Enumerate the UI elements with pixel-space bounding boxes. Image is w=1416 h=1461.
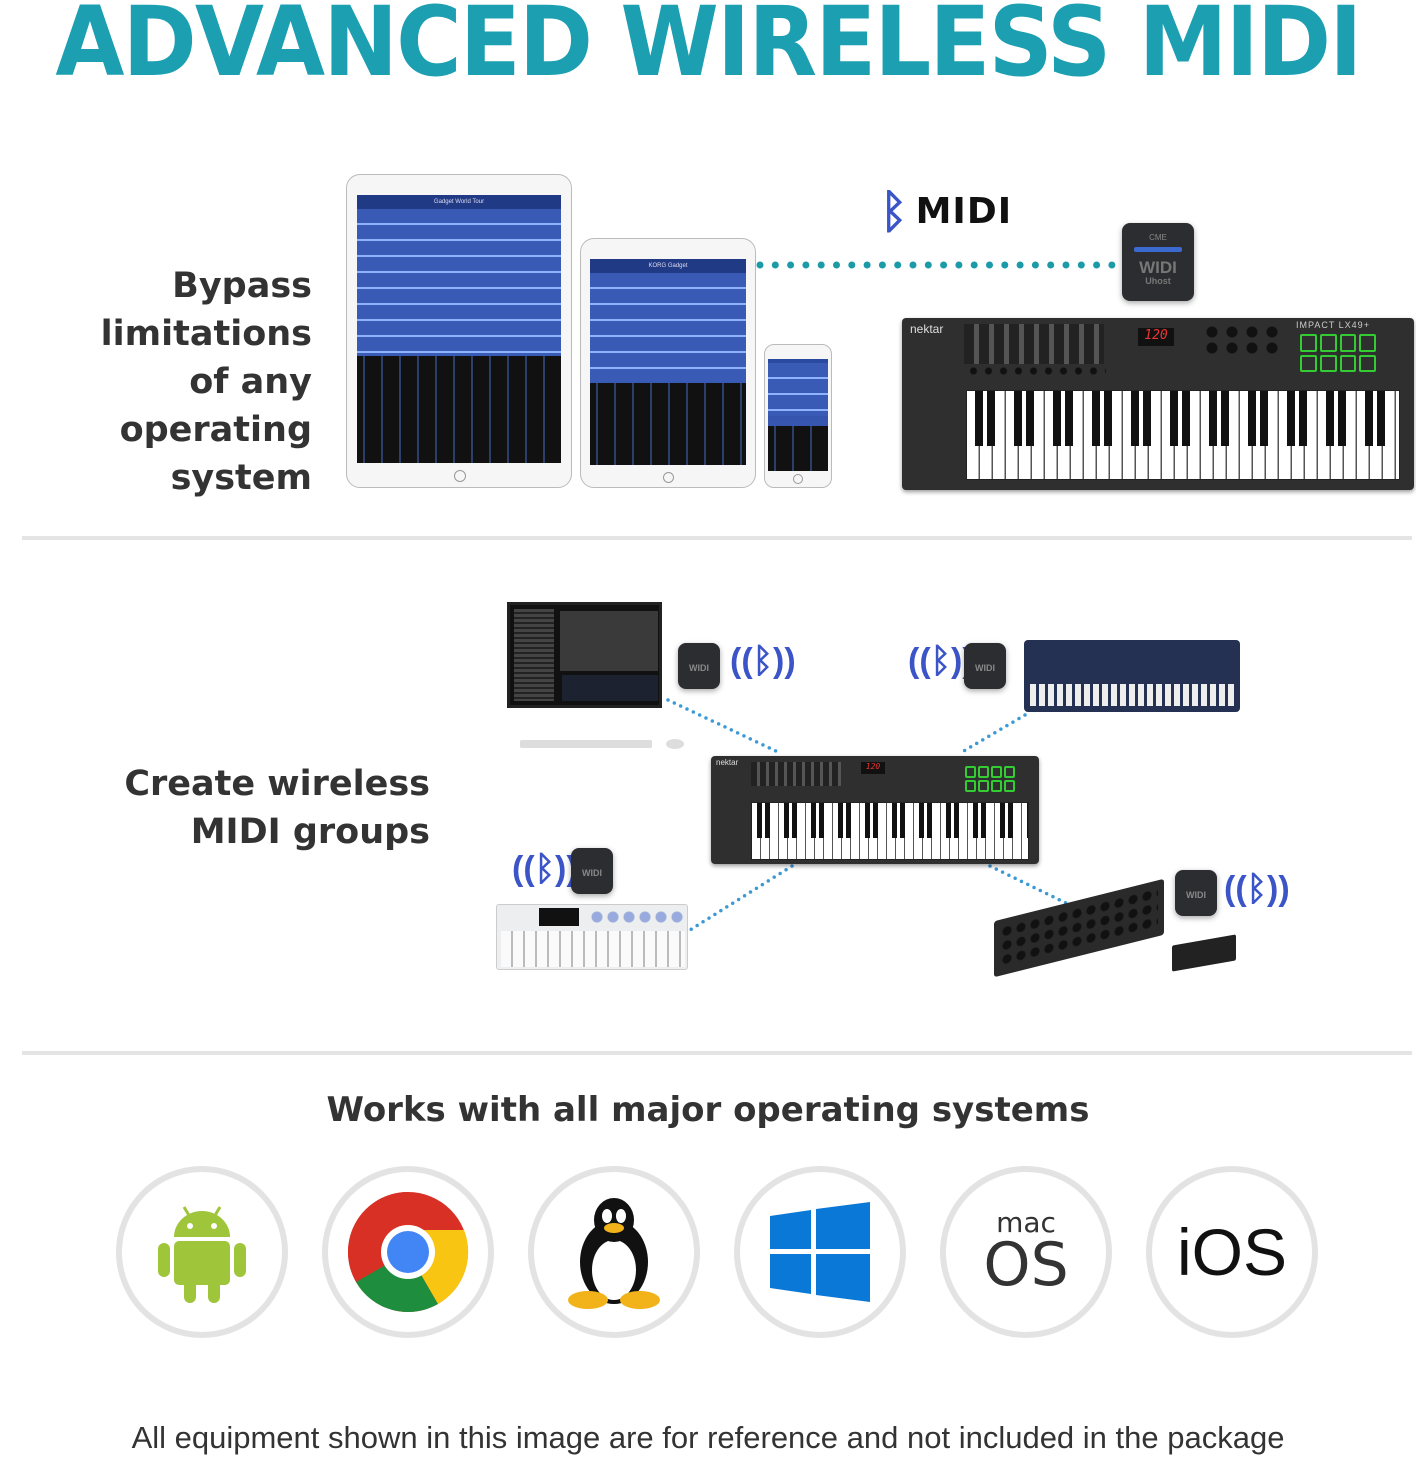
macos-icon: mac OS (940, 1166, 1112, 1338)
text-line: MIDI groups (190, 812, 430, 852)
text-line: Bypass limitations (100, 266, 312, 354)
text-line: Create wireless (124, 764, 430, 804)
bluetooth-icon: ((ᛒ)) (512, 850, 578, 888)
section-divider (22, 1051, 1412, 1055)
os-heading: Works with all major operating systems (326, 1090, 1090, 1130)
disclaimer: All equipment shown in this image are fo… (131, 1420, 1285, 1455)
bluetooth-icon: ((ᛒ)) (1224, 870, 1290, 908)
widi-uhost-device: CME WIDI Uhost (1122, 223, 1194, 301)
widi-device: WIDI (678, 643, 720, 689)
android-icon (116, 1166, 288, 1338)
app-title: KORG Gadget (590, 259, 746, 273)
computer-monitor (507, 602, 662, 708)
nektar-keyboard: nektar 120 IMPACT LX49+ (902, 318, 1414, 490)
section-divider (22, 536, 1412, 540)
text-line: system (170, 458, 312, 498)
midi-logo-text: MIDI (915, 190, 1013, 232)
page-title: ADVANCED WIRELESS MIDI (55, 0, 1362, 98)
widi-device: WIDI (571, 848, 613, 894)
widi-device: WIDI (1175, 870, 1217, 916)
chrome-icon (322, 1166, 494, 1338)
ipad-large: Gadget World Tour (346, 174, 572, 488)
widi-device: WIDI (964, 643, 1006, 689)
text-line: of any operating (119, 362, 312, 450)
section2-text: Create wireless MIDI groups (120, 760, 430, 856)
bluetooth-midi-logo: ᛒ MIDI (880, 186, 1012, 236)
ios-icon: iOS (1146, 1166, 1318, 1338)
op1-synth (496, 904, 688, 970)
linux-tux-icon (528, 1166, 700, 1338)
computer-keyboard (520, 740, 652, 748)
nektar-keyboard: nektar 120 (711, 756, 1039, 864)
sequencer-device (1024, 640, 1240, 712)
bluetooth-icon: ((ᛒ)) (908, 642, 974, 680)
bluetooth-icon: ᛒ (880, 185, 908, 237)
connection-dots (756, 261, 1122, 269)
mouse (666, 739, 684, 749)
app-title: Gadget World Tour (357, 195, 561, 209)
iphone (764, 344, 832, 488)
windows-icon (734, 1166, 906, 1338)
ipad-small: KORG Gadget (580, 238, 756, 488)
section1-text: Bypass limitations of any operating syst… (0, 262, 312, 502)
bluetooth-icon: ((ᛒ)) (730, 642, 796, 680)
